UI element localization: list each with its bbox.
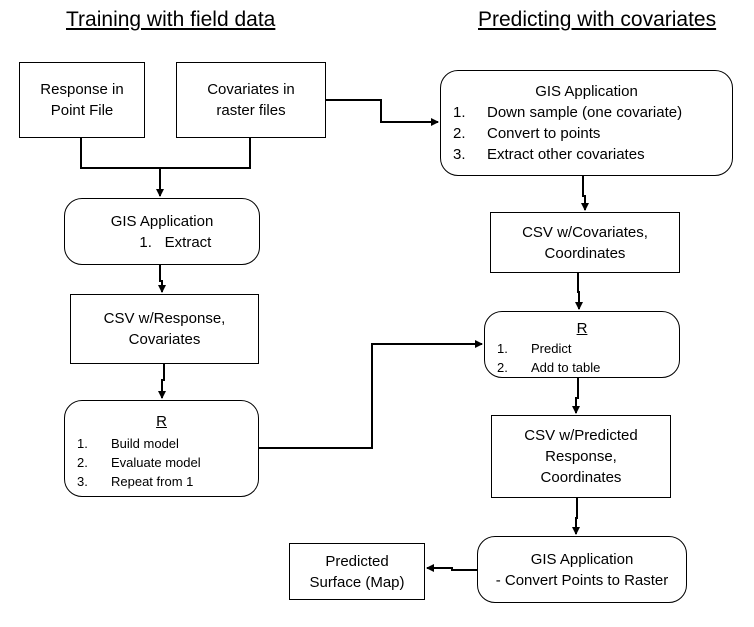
box-csv-predicted: CSV w/Predicted Response, Coordinates [491, 415, 671, 498]
box-response-point-file: Response in Point File [19, 62, 145, 138]
csv-covariates-line1: CSV w/Covariates, [522, 223, 648, 241]
r-model-item-3: 3. Repeat from 1 [77, 472, 258, 491]
box-predicted-surface: Predicted Surface (Map) [289, 543, 425, 600]
arrow-covariates-to-gis-prep [326, 99, 439, 126]
r-predict-item-2-num: 2. [497, 360, 508, 375]
gis-prep-item-3-text: Extract other covariates [487, 146, 645, 163]
box-response-line2: Point File [50, 102, 114, 119]
arrow-gis-raster-to-surface [426, 564, 477, 572]
arrow-r-model-to-r-predict [259, 340, 483, 449]
r-model-item-2: 2. Evaluate model [77, 453, 258, 472]
box-gis-extract: GIS Application 1. Extract [64, 198, 260, 265]
r-model-item-1: 1. Build model [77, 434, 258, 453]
gis-prep-item-2-text: Convert to points [487, 125, 601, 142]
box-response-line1: Response in [40, 81, 124, 98]
gis-prep-item-3-num: 3. [453, 146, 466, 163]
r-predict-item-1: 1. Predict [497, 339, 679, 358]
box-r-model: R 1. Build model 2. Evaluate model 3. Repea… [64, 400, 259, 497]
gis-prep-item-1-text: Down sample (one covariate) [487, 104, 683, 121]
csv-covariates-line2: Coordinates [544, 244, 626, 262]
gis-extract-title: GIS Application [110, 212, 214, 230]
r-model-item-3-num: 3. [77, 474, 88, 489]
r-model-item-3-text: Repeat from 1 [111, 474, 194, 489]
r-predict-item-2-text: Add to table [531, 360, 601, 375]
box-gis-prep: GIS Application 1. Down sample (one covar… [440, 70, 733, 176]
box-gis-raster: GIS Application - Convert Points to Rast… [477, 536, 687, 603]
arrow-csv-to-r-model [158, 364, 166, 399]
r-model-item-2-num: 2. [77, 455, 88, 470]
r-model-item-2-text: Evaluate model [111, 455, 201, 470]
gis-extract-item-1-num: 1. [139, 233, 152, 251]
csv-predicted-line1: CSV w/Predicted [524, 427, 638, 444]
box-covariates-line1: Covariates in [207, 81, 295, 98]
r-predict-item-1-num: 1. [497, 341, 508, 356]
title-training: Training with field data [66, 8, 276, 31]
gis-prep-item-3: 3. Extract other covariates [453, 144, 732, 165]
box-covariates-raster: Covariates in raster files [176, 62, 326, 138]
connector-covariates-to-merge [160, 138, 251, 169]
csv-response-line1: CSV w/Response, [103, 310, 226, 327]
box-csv-response: CSV w/Response, Covariates [70, 294, 259, 364]
gis-extract-item-1: 1. Extract [113, 232, 212, 253]
arrow-r-predict-to-csv-predicted [572, 378, 580, 414]
box-covariates-line2: raster files [216, 102, 286, 119]
csv-predicted-line3: Coordinates [540, 469, 622, 486]
gis-prep-title: GIS Application [535, 83, 638, 100]
gis-prep-item-2: 2. Convert to points [453, 123, 732, 144]
csv-response-line2: Covariates [128, 331, 201, 348]
arrow-gis-extract-to-csv [158, 265, 166, 293]
arrow-gis-prep-to-csv-covariates [581, 176, 589, 211]
r-model-item-1-num: 1. [77, 436, 88, 451]
predicted-surface-line1: Predicted [325, 552, 389, 570]
csv-predicted-line2: Response, [545, 448, 617, 465]
predicted-surface-line2: Surface (Map) [309, 573, 405, 591]
gis-prep-item-1: 1. Down sample (one covariate) [453, 102, 732, 123]
r-predict-item-1-text: Predict [531, 341, 572, 356]
box-r-predict: R 1. Predict 2. Add to table [484, 311, 680, 378]
gis-prep-item-1-num: 1. [453, 104, 466, 121]
r-predict-item-2: 2. Add to table [497, 358, 679, 377]
connector-response-to-merge [80, 138, 160, 169]
gis-raster-line2: - Convert Points to Raster [495, 571, 669, 589]
gis-raster-line1: GIS Application [530, 550, 634, 568]
gis-prep-item-2-num: 2. [453, 125, 466, 142]
arrow-csv-covariates-to-r-predict [575, 273, 583, 310]
arrow-csv-predicted-to-gis-raster [572, 498, 580, 535]
r-predict-title: R [576, 320, 588, 337]
title-predicting: Predicting with covariates [478, 8, 717, 31]
r-model-title: R [156, 413, 167, 430]
box-csv-covariates: CSV w/Covariates, Coordinates [490, 212, 680, 273]
r-model-item-1-text: Build model [111, 436, 179, 451]
gis-extract-item-1-text: Extract [164, 233, 212, 251]
